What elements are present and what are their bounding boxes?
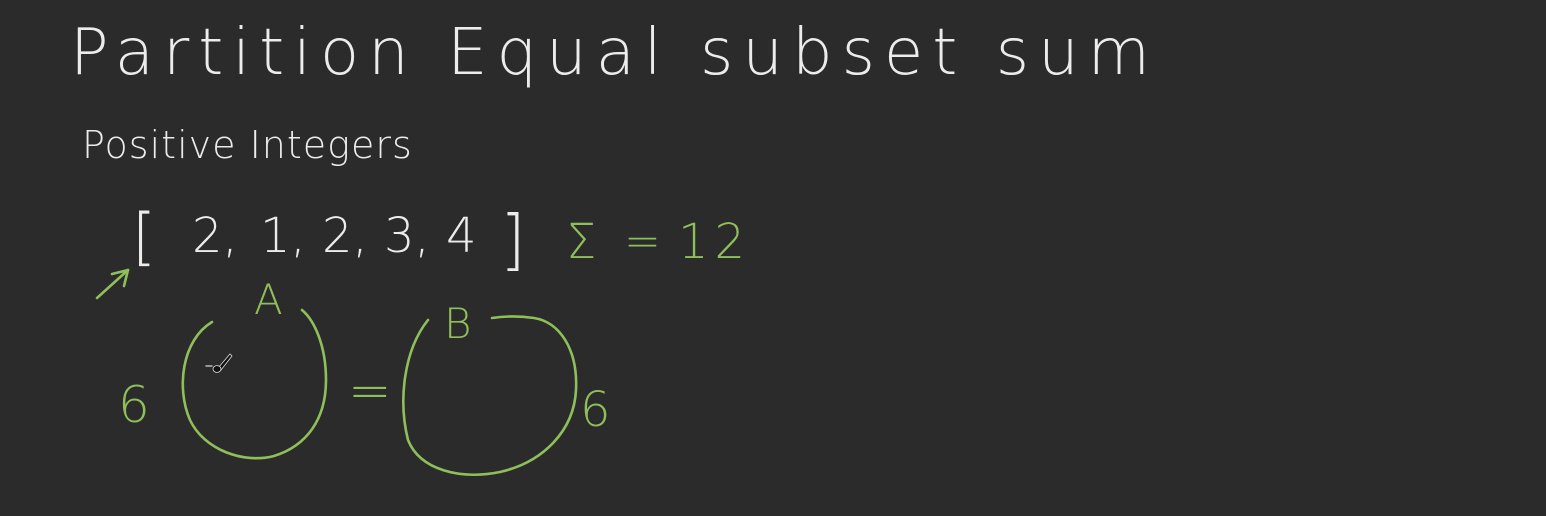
array-value-0: 2,	[192, 208, 238, 264]
sum-equals: =	[624, 216, 661, 267]
array-close-bracket: ]	[500, 201, 526, 278]
array-value-2: 2,	[322, 208, 368, 264]
array-value-3: 3,	[384, 208, 430, 264]
subset-b-circle	[402, 315, 578, 476]
sum-symbol: Σ	[566, 214, 596, 270]
board-subtitle: Positive Integers	[82, 123, 413, 167]
subset-b-label: B	[444, 299, 472, 348]
array-open-bracket: [	[132, 200, 156, 273]
subset-a-circle	[181, 308, 328, 460]
subsets-equals: =	[348, 361, 392, 421]
pointer-arrow-icon	[95, 268, 130, 300]
board-title: Partition Equal subset sum	[70, 16, 1159, 90]
array-value-1: 1,	[260, 208, 306, 264]
array-value-4: 4	[446, 208, 477, 264]
brush-cursor-icon	[205, 353, 233, 373]
subset-a-label: A	[254, 275, 283, 324]
subset-a-sum: 6	[118, 376, 150, 434]
sum-value: 12	[678, 214, 751, 270]
subset-b-sum: 6	[580, 382, 611, 438]
